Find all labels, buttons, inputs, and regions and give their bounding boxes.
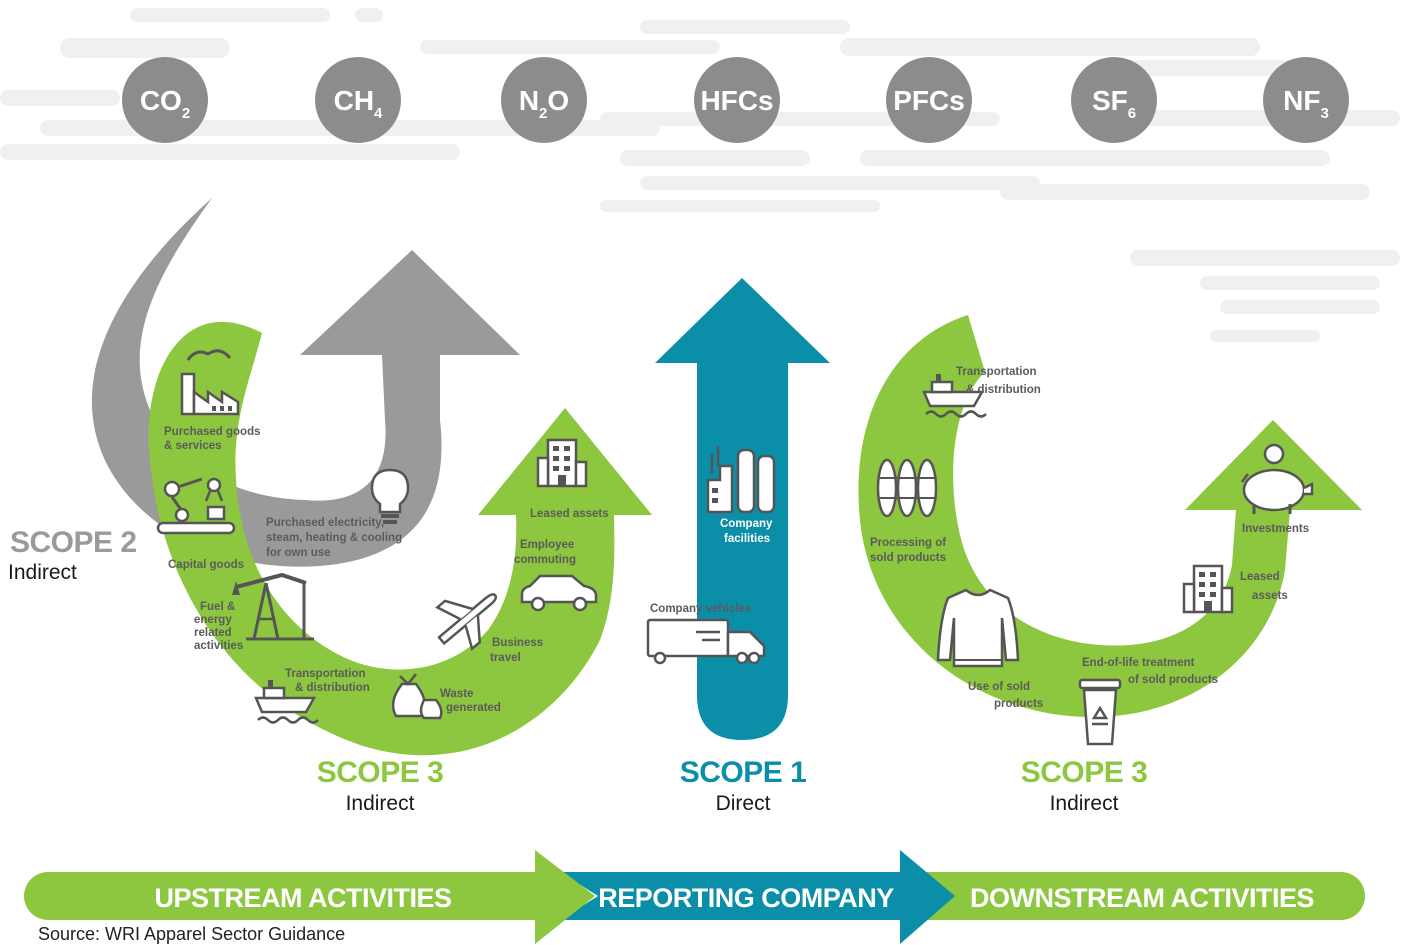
employee-commuting-label: Employee commuting [514,539,578,566]
gas-circle-sf6: SF6 [1071,57,1157,143]
gas-label: HFCs [700,85,773,116]
scope2-title: SCOPE 2 [10,526,137,559]
factory-icon [180,349,240,416]
recycle-bin-icon [1078,678,1122,746]
gas-label: SF6 [1092,85,1136,122]
reporting-company-label: REPORTING COMPANY [598,883,894,913]
downstream-building-icon [1182,564,1234,614]
downstream-activities-label: DOWNSTREAM ACTIVITIES [970,883,1314,913]
reporting-band-arrowhead [900,850,955,944]
sweater-icon [936,588,1020,668]
use-of-sold-label: Use of sold products [968,681,1043,710]
piggy-bank-icon [1241,443,1314,514]
scope1-subtitle: Direct [716,792,771,815]
investments-label: Investments [1242,523,1309,535]
company-facilities-label: Company facilities [720,518,776,545]
company-vehicles-label: Company vehicles [650,603,751,615]
scope2-subtitle: Indirect [8,561,77,584]
scope1-title: SCOPE 1 [680,756,807,789]
capital-goods-label: Capital goods [168,559,244,571]
reporting-band [535,850,950,944]
upstream-activities-label: UPSTREAM ACTIVITIES [154,883,451,913]
purchased-goods-label: Purchased goods & services [164,426,264,452]
scope3-downstream-title: SCOPE 3 [1021,756,1148,789]
fuel-energy-label: Fuel & energy related activities [194,601,243,652]
scope3-upstream-subtitle: Indirect [346,792,415,815]
gas-label: CH4 [334,85,383,122]
airplane-icon [435,593,498,651]
gas-circle-pfcs: PFCs [886,57,972,143]
yarn-skeins-icon [876,458,938,518]
waste-bag-icon [391,673,443,720]
scope3-upstream-title: SCOPE 3 [317,756,444,789]
scope3-downstream-subtitle: Indirect [1050,792,1119,815]
upstream-leased-assets-label: Leased assets [530,508,609,520]
gas-label: PFCs [893,85,965,116]
gas-circle-n2o: N2O [501,57,587,143]
upstream-band [24,872,569,920]
gas-circle-co2: CO2 [122,57,208,143]
upstream-band-arrowhead [535,850,595,944]
upstream-transportation-label: Transportation & distribution [285,668,370,694]
scope2-gray-arrow [91,198,520,567]
purchased-electricity-label: Purchased electricity, steam, heating & … [266,517,405,559]
end-of-life-label: End-of-life treatment of sold products [1082,657,1218,686]
source-note: Source: WRI Apparel Sector Guidance [38,924,346,944]
cloud-background [0,8,1400,342]
gas-circle-hfcs: HFCs [694,57,780,143]
downstream-leased-assets-label: Leased assets [1240,571,1288,602]
gas-circle-nf3: NF3 [1263,57,1349,143]
factory-plant-icon [706,446,776,514]
lightbulb-icon [370,468,410,524]
processing-label: Processing of sold products [870,537,949,564]
oil-pump-icon [232,572,314,641]
gas-row: CO2 CH4 N2O HFCs PFCs SF6 NF3 [122,57,1349,143]
gas-circle-ch4: CH4 [315,57,401,143]
waste-label: Waste generated [440,688,501,714]
scope3-upstream-green-arrow [148,321,652,756]
gas-label: N2O [519,85,569,122]
business-travel-label: Business travel [490,637,546,664]
downstream-transportation-label: Transportation & distribution [956,366,1041,396]
robot-arm-icon [156,477,236,535]
downstream-band [900,872,1365,920]
car-icon [520,574,598,612]
gas-label: NF3 [1283,85,1329,122]
gas-label: CO2 [140,85,190,122]
truck-icon [646,618,766,665]
